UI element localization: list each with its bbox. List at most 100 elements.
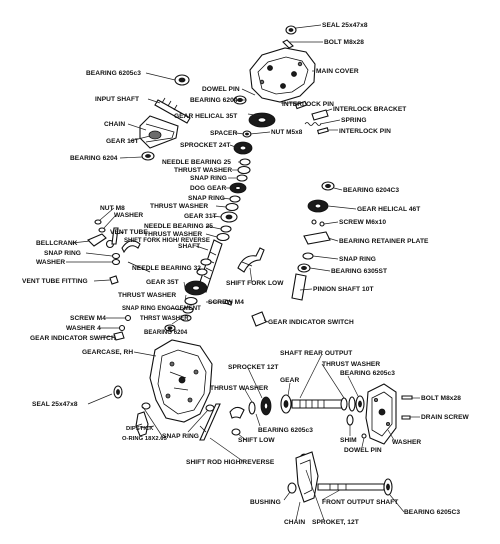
label-vent-tube-fitting: VENT TUBE FITTING <box>22 278 88 285</box>
leader-lines <box>66 24 420 521</box>
label-spacer: SPACER <box>210 130 237 137</box>
shift-fork-high-reverse-part <box>121 240 141 254</box>
label-front-output-shaft: FRONT OUTPUT SHAFT <box>322 499 398 506</box>
label-thrust-washer-f: THRUST WASHER <box>322 361 380 368</box>
label-o-ring: O-RING 18X2.65 <box>122 436 168 442</box>
label-needle-bearing-32: NEEDLE BEARING 32 <box>132 265 201 272</box>
bolt-lower-part <box>401 395 413 400</box>
label-needle-bearing-25-a: NEEDLE BEARING 25 <box>162 159 231 166</box>
label-bearing-6204c3: BEARING 6204C3 <box>343 187 399 194</box>
label-sprocket-24t: SPROCKET 24T <box>180 142 230 149</box>
label-dipstick: DIPSTICK <box>126 426 154 432</box>
label-seal-25x47x8-lower: SEAL 25x47x8 <box>32 401 78 408</box>
label-seal-25x47x8-top: SEAL 25x47x8 <box>322 22 368 29</box>
label-bearing-6204-top: BEARING 6204 <box>190 97 238 104</box>
label-bearing-6205c3-lower: BEARING 6205c3 <box>258 427 313 434</box>
interlock-bracket-part <box>311 109 329 121</box>
label-drain-screw: DRAIN SCREW <box>421 414 470 421</box>
shift-low-part <box>229 406 245 419</box>
label-gear: GEAR <box>280 377 299 384</box>
label-vent-tube: VENT TUBE <box>110 229 148 236</box>
label-bolt-m8x28-top: BOLT M8x28 <box>324 39 364 46</box>
label-gear-helical-35t: GEAR HELICAL 35T <box>174 113 237 120</box>
label-gear-35t: GEAR 35T <box>146 279 179 286</box>
label-thrust-washer-c: THRUST WASHER <box>144 231 202 238</box>
vent-tube-part <box>111 227 119 245</box>
label-thrust-washer-g: THRUST WASHER <box>210 385 268 392</box>
label-bearing-6205c3-right: BEARING 6205c3 <box>340 370 395 377</box>
label-bearing-6205c3-bottom-1: BEARING 6205C3 <box>404 509 460 516</box>
front-output-shaft-part <box>317 483 385 491</box>
bearing-retainer-plate-part <box>303 231 331 245</box>
label-bearing-6204-left: BEARING 6204 <box>70 155 118 162</box>
bellcrank-part <box>87 233 107 247</box>
parts-layer <box>87 25 413 503</box>
chain-lower-part <box>295 451 319 503</box>
label-gear-helical-46t: GEAR HELICAL 46T <box>357 206 420 213</box>
label-snap-ring-engagement: SNAP RING ENGAGEMENT <box>122 306 201 312</box>
part-labels: SEAL 25x47x8 BOLT M8x28 MAIN COVER BEARI… <box>22 22 470 526</box>
label-bushing: BUSHING <box>250 499 281 506</box>
label-needle-bearing-25-b: NEEDLE BEARING 25 <box>144 223 213 230</box>
label-bolt-m8x28-lower: BOLT M8x28 <box>421 395 461 402</box>
label-bearing-retainer-plate: BEARING RETAINER PLATE <box>339 238 429 245</box>
label-washer-4: WASHER 4 <box>66 325 101 332</box>
label-shift-fork-low: SHIFT FORK LOW <box>226 280 284 287</box>
label-screw-m4-left: SCREW M4 <box>70 315 106 322</box>
label-thrust-washer-a: THRUST WASHER <box>174 167 232 174</box>
label-dowel-pin-top: DOWEL PIN <box>202 86 240 93</box>
label-spring: SPRING <box>341 117 367 124</box>
label-snap-ring-e: SNAP RING <box>162 433 199 440</box>
main-cover-part <box>249 47 316 103</box>
label-gearcase-rh: GEARCASE, RH <box>82 349 133 356</box>
label-bearing-6204-lower: BEARING 6204 <box>144 330 188 336</box>
label-sprocket-12t-upper: SPROCKET 12T <box>228 364 278 371</box>
label-screw-m6x10: SCREW M6x10 <box>339 219 386 226</box>
label-main-cover: MAIN COVER <box>316 68 359 75</box>
label-shift-low: SHIFT LOW <box>238 437 275 444</box>
label-shift-rod-high-reverse: SHIFT ROD HIGH/REVERSE <box>186 459 275 466</box>
label-nut-m8: NUT M8 <box>100 205 125 212</box>
label-nut-m5x8: NUT M5x8 <box>271 129 303 136</box>
label-snap-ring-b: SNAP RING <box>188 195 225 202</box>
label-sprocket-12t-lower: SPROKET, 12T <box>312 519 359 526</box>
label-gear-16t: GEAR 16T <box>106 138 139 145</box>
label-dog-gear: DOG GEAR <box>190 185 226 192</box>
label-snap-ring-d: SNAP RING <box>339 256 376 263</box>
label-interlock-pin-lower: INTERLOCK PIN <box>339 128 391 135</box>
label-screw-m4-right: SCREW M4 <box>208 299 244 306</box>
shim-part <box>346 414 354 426</box>
spring-part <box>304 122 322 126</box>
label-shaft: SHAFT <box>178 243 200 250</box>
gear-indicator-switch-part <box>251 311 267 327</box>
thrust-washer-f-part <box>248 401 256 415</box>
pinion-shaft-part <box>291 273 307 301</box>
bolt-top-part <box>282 39 294 49</box>
o-ring-part <box>141 402 151 410</box>
shaft-rear-output-part <box>291 399 343 409</box>
label-gear-indicator-switch-right: GEAR INDICATOR SWITCH <box>268 319 354 326</box>
shift-fork-low-part <box>237 247 265 273</box>
label-bearing-6205c3-top: BEARING 6205c3 <box>86 70 141 77</box>
label-dowel-pin-lower: DOWEL PIN <box>344 447 382 454</box>
vent-tube-fitting-part <box>109 275 119 285</box>
label-shaft-rear-output: SHAFT REAR OUTPUT <box>280 350 352 357</box>
label-chain-lower: CHAIN <box>284 519 305 526</box>
label-washer-left: WASHER <box>36 259 65 266</box>
label-pinion-shaft-10t: PINION SHAFT 10T <box>313 286 374 293</box>
label-input-shaft: INPUT SHAFT <box>95 96 139 103</box>
thrust-washer-g-part <box>348 396 356 412</box>
drain-screw-part <box>401 415 411 420</box>
label-gear-31t: GEAR 31T <box>184 213 217 220</box>
label-chain-upper: CHAIN <box>104 121 125 128</box>
label-bearing-6305st: BEARING 6305ST <box>331 268 387 275</box>
label-thrust-washer-d: THRUST WASHER <box>118 292 176 299</box>
label-bellcrank: BELLCRANK <box>36 240 78 247</box>
label-shim: SHIM <box>340 437 357 444</box>
label-snap-ring-a: SNAP RING <box>190 175 227 182</box>
label-snap-ring-c: SNAP RING <box>44 250 81 257</box>
label-shift-fork-high-reverse: SHIFT FORK HIGH/ REVERSE <box>124 238 210 244</box>
interlock-pin-part <box>294 100 308 110</box>
